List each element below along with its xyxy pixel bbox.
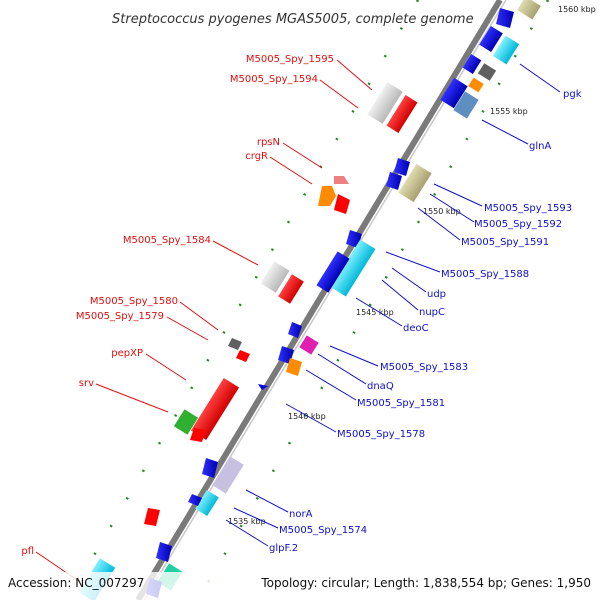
gene-arrow: [144, 508, 160, 526]
gene-arrow: [394, 158, 410, 176]
gene-label: crgR: [245, 151, 268, 162]
gene-arrow: [334, 176, 349, 184]
reverse-genes: [146, 0, 541, 598]
scale-label: 1560 kbp: [558, 5, 596, 14]
gene-arrow: [258, 384, 268, 390]
scale-label: 1555 kbp: [490, 107, 528, 116]
gene-label: srv: [79, 378, 94, 389]
gene-label: udp: [427, 289, 446, 300]
gene-block: [479, 25, 503, 53]
scale-label: 1535 kbp: [228, 517, 266, 526]
gene-label: deoC: [403, 323, 429, 334]
gene-block: [367, 82, 403, 124]
gene-block: [212, 456, 244, 494]
gene-arrow: [228, 338, 242, 350]
gene-label: dnaQ: [367, 381, 394, 392]
gene-label: rpsN: [257, 137, 280, 148]
gene-block: [316, 251, 350, 293]
gene-arrow: [188, 494, 202, 506]
gene-label: nupC: [419, 307, 445, 318]
gene-block: [492, 35, 520, 65]
gene-arrow: [190, 428, 206, 442]
gene-block: [173, 409, 199, 435]
gene-arrow: [386, 172, 402, 190]
gene-label: norA: [289, 509, 313, 520]
gene-label: pepXP: [111, 348, 143, 359]
gene-label: glpF.2: [269, 543, 298, 554]
gene-block: [440, 77, 468, 109]
gene-label: pgk: [563, 89, 582, 100]
gene-block: [278, 274, 304, 304]
leader-lines: [35, 59, 561, 583]
gene-arrow: [202, 458, 218, 478]
gene-label: M5005_Spy_1574: [279, 525, 367, 536]
right-gene-labels: pgk glnA M5005_Spy_1593 M5005_Spy_1592 M…: [269, 89, 582, 554]
gene-block: [299, 335, 319, 355]
gene-block: [468, 77, 484, 93]
gene-block: [190, 377, 240, 441]
scale-label: 1545 kbp: [356, 308, 394, 317]
gene-block: [195, 489, 219, 517]
gene-label: M5005_Spy_1588: [441, 269, 529, 280]
gene-label: M5005_Spy_1594: [230, 74, 318, 85]
gene-label: M5005_Spy_1579: [76, 311, 164, 322]
footer-background: [0, 572, 600, 600]
gene-arrow: [236, 350, 250, 362]
gene-arrow: [496, 8, 514, 28]
gene-label: M5005_Spy_1581: [357, 398, 445, 409]
gene-label: M5005_Spy_1580: [90, 296, 178, 307]
topology-summary: Topology: circular; Length: 1,838,554 bp…: [260, 576, 591, 590]
gene-arrow: [334, 194, 350, 214]
left-gene-labels: M5005_Spy_1595 M5005_Spy_1594 rpsN crgR …: [21, 54, 334, 557]
gene-block: [453, 91, 479, 119]
scale-label: 1550 kbp: [423, 207, 461, 216]
gene-label: M5005_Spy_1591: [461, 237, 549, 248]
gene-label: pfl: [21, 546, 34, 557]
accession-text: Accession: NC_007297: [8, 576, 144, 590]
gene-arrow: [156, 542, 172, 562]
scale-label: 1540 kbp: [288, 412, 326, 421]
gene-label: M5005_Spy_1593: [484, 203, 572, 214]
forward-genes: [78, 82, 418, 600]
gene-arrow: [288, 322, 302, 338]
gene-block: [386, 95, 418, 133]
gene-label: M5005_Spy_1578: [337, 429, 425, 440]
gene-block: [330, 239, 376, 297]
gene-label: M5005_Spy_1583: [380, 362, 468, 373]
gene-block: [462, 54, 482, 74]
gene-block: [477, 63, 497, 81]
gene-label: M5005_Spy_1584: [123, 235, 211, 246]
gene-arrow: [286, 358, 302, 376]
gene-label: M5005_Spy_1592: [474, 219, 562, 230]
gene-label: glnA: [529, 141, 551, 152]
gene-arrow: [318, 186, 336, 206]
gene-block: [517, 0, 541, 20]
gene-block: [260, 261, 290, 293]
map-title: Streptococcus pyogenes MGAS5005, complet…: [112, 12, 474, 27]
gene-block: [398, 163, 432, 203]
scale-labels: 1560 kbp 1555 kbp 1550 kbp 1545 kbp 1540…: [228, 5, 596, 526]
gene-label: M5005_Spy_1595: [246, 54, 334, 65]
